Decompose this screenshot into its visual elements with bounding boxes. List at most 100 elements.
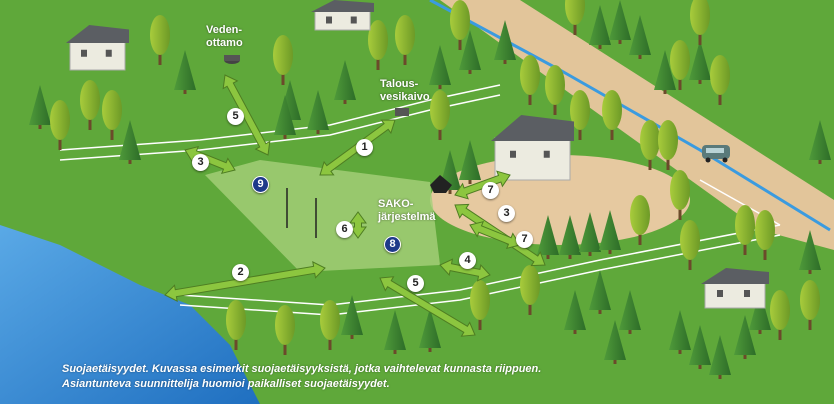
deciduous-tree-icon	[800, 280, 820, 330]
deciduous-tree-icon	[565, 0, 585, 35]
conifer-tree-icon	[174, 50, 196, 94]
caption-line-1: Suojaetäisyydet. Kuvassa esimerkit suoja…	[62, 363, 542, 375]
label-line: SAKO-	[378, 198, 414, 210]
deciduous-tree-icon	[80, 80, 100, 130]
house-icon	[491, 115, 574, 181]
conifer-tree-icon	[29, 85, 51, 129]
deciduous-tree-icon	[395, 15, 415, 65]
deciduous-tree-icon	[690, 0, 710, 45]
van	[702, 145, 730, 163]
conifer-tree-icon	[654, 50, 676, 94]
deciduous-tree-icon	[226, 300, 246, 350]
conifer-tree-icon	[429, 45, 451, 89]
conifer-tree-icon	[599, 210, 621, 254]
conifer-tree-icon	[799, 230, 821, 274]
conifer-tree-icon	[341, 295, 363, 339]
conifer-tree-icon	[459, 30, 481, 74]
house-icon	[701, 268, 769, 309]
conifer-tree-icon	[419, 308, 441, 352]
deciduous-tree-icon	[275, 305, 295, 355]
conifer-tree-icon	[709, 335, 731, 379]
distance-arrow	[379, 276, 476, 337]
conifer-tree-icon	[609, 0, 631, 44]
deciduous-tree-icon	[102, 90, 122, 140]
badge-3-right: 3	[498, 205, 515, 222]
conifer-tree-icon	[579, 212, 601, 256]
deciduous-tree-icon	[670, 170, 690, 220]
conifer-tree-icon	[734, 315, 756, 359]
caption: Suojaetäisyydet. Kuvassa esimerkit suoja…	[62, 362, 541, 392]
deciduous-tree-icon	[450, 0, 470, 50]
label-sako-system: SAKO-järjestelmä	[378, 198, 435, 224]
conifer-tree-icon	[809, 120, 831, 164]
conifer-tree-icon	[119, 120, 141, 164]
deciduous-tree-icon	[368, 20, 388, 70]
conifer-tree-icon	[589, 5, 611, 49]
badge-5-top: 5	[227, 108, 244, 125]
deciduous-tree-icon	[570, 90, 590, 140]
deciduous-tree-icon	[770, 290, 790, 340]
deciduous-tree-icon	[680, 220, 700, 270]
house-icon	[66, 25, 129, 71]
conifer-tree-icon	[559, 215, 581, 259]
label-line: ottamo	[206, 37, 243, 49]
conifer-tree-icon	[589, 270, 611, 314]
distance-arrow	[439, 258, 491, 282]
deciduous-tree-icon	[640, 120, 660, 170]
label-water-intake: Veden-ottamo	[206, 24, 243, 50]
deciduous-tree-icon	[520, 265, 540, 315]
distance-arrow	[349, 211, 367, 239]
caption-line-2: Asiantunteva suunnittelija huomioi paika…	[62, 378, 390, 390]
label-household-well: Talous-vesikaivo	[380, 78, 430, 104]
deciduous-tree-icon	[735, 205, 755, 255]
deciduous-tree-icon	[150, 15, 170, 65]
conifer-tree-icon	[334, 60, 356, 104]
conifer-tree-icon	[564, 290, 586, 334]
conifer-tree-icon	[494, 20, 516, 64]
badge-7-top: 7	[482, 182, 499, 199]
badge-5-bottom: 5	[407, 275, 424, 292]
deciduous-tree-icon	[755, 210, 775, 260]
badge-1: 1	[356, 139, 373, 156]
conifer-tree-icon	[669, 310, 691, 354]
distance-arrow	[164, 261, 326, 302]
conifer-tree-icon	[274, 95, 296, 139]
deciduous-tree-icon	[273, 35, 293, 85]
badge-9: 9	[252, 176, 269, 193]
badge-4: 4	[459, 252, 476, 269]
deciduous-tree-icon	[470, 280, 490, 330]
house-icon	[311, 0, 374, 31]
deciduous-tree-icon	[710, 55, 730, 105]
label-line: Talous-	[380, 78, 419, 90]
conifer-tree-icon	[384, 310, 406, 354]
badge-2: 2	[232, 264, 249, 281]
badge-8: 8	[384, 236, 401, 253]
conifer-tree-icon	[604, 320, 626, 364]
badge-6: 6	[336, 221, 353, 238]
label-line: järjestelmä	[378, 211, 436, 223]
distance-arrow	[222, 74, 271, 156]
deciduous-tree-icon	[670, 40, 690, 90]
deciduous-tree-icon	[50, 100, 70, 150]
conifer-tree-icon	[689, 325, 711, 369]
deciduous-tree-icon	[602, 90, 622, 140]
conifer-tree-icon	[307, 90, 329, 134]
conifer-tree-icon	[537, 215, 559, 259]
conifer-tree-icon	[749, 290, 771, 334]
conifer-tree-icon	[619, 290, 641, 334]
badge-7-right: 7	[516, 231, 533, 248]
posts	[286, 188, 317, 238]
conifer-tree-icon	[689, 40, 711, 84]
deciduous-tree-icon	[545, 65, 565, 115]
deciduous-tree-icon	[520, 55, 540, 105]
conifer-tree-icon	[629, 15, 651, 59]
conifer-tree-icon	[459, 140, 481, 184]
deciduous-tree-icon	[658, 120, 678, 170]
deciduous-tree-icon	[630, 195, 650, 245]
lake	[0, 225, 260, 404]
deciduous-tree-icon	[430, 90, 450, 140]
ditch	[429, 0, 831, 232]
label-line: vesikaivo	[380, 91, 430, 103]
badge-3-left: 3	[192, 154, 209, 171]
